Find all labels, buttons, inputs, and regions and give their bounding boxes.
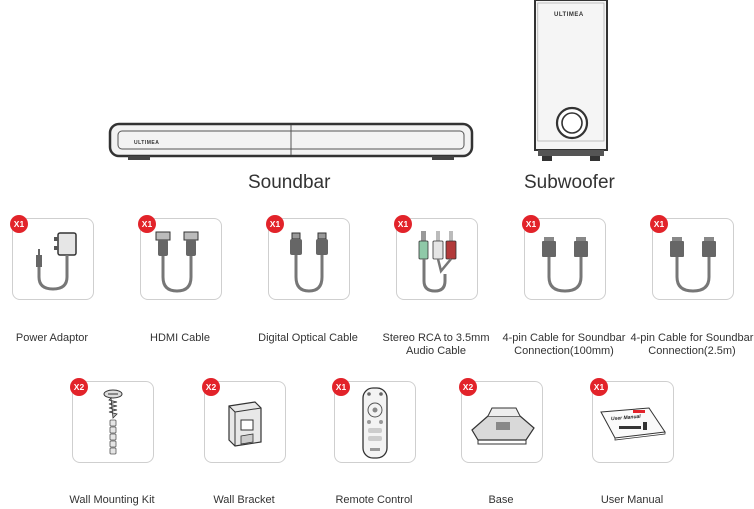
user-manual-icon	[600, 407, 666, 441]
accessory-label: 4-pin Cable for Soundbar Connection(2.5m…	[630, 332, 754, 357]
accessory-label: Base	[488, 494, 514, 506]
quantity-badge: X2	[202, 378, 220, 396]
optical-cable-icon	[290, 232, 328, 293]
quantity-badge: X1	[394, 215, 412, 233]
accessory-label: 4-pin Cable for Soundbar Connection(100m…	[502, 332, 626, 357]
accessory-label: HDMI Cable	[150, 332, 210, 344]
rca-cable-icon	[418, 231, 457, 293]
hdmi-cable-icon	[155, 231, 199, 293]
accessory-label: Stereo RCA to 3.5mm Audio Cable	[382, 332, 490, 357]
accessory-tile-wall-mounting-kit: X2	[70, 378, 154, 463]
quantity-badge: X1	[138, 215, 156, 233]
subwoofer-brand: ULTIMEA	[554, 12, 584, 18]
accessory-tile-optical-cable: X1	[266, 215, 350, 300]
subwoofer-label: Subwoofer	[524, 172, 615, 193]
accessory-tile-remote-control: X1	[332, 378, 416, 463]
accessory-tile-four-pin-cable-2-5m: X1	[650, 215, 734, 300]
base-stand-icon	[471, 407, 535, 445]
quantity-badge: X2	[70, 378, 88, 396]
soundbar-brand: ULTIMEA	[134, 140, 160, 146]
subwoofer-image	[532, 0, 610, 162]
wall-bracket-icon	[228, 401, 262, 447]
quantity-badge: X1	[650, 215, 668, 233]
quantity-badge: X1	[266, 215, 284, 233]
accessory-label: Power Adaptor	[15, 332, 89, 344]
quantity-badge: X1	[332, 378, 350, 396]
accessory-label: Wall Mounting Kit	[69, 494, 155, 506]
accessory-label: Digital Optical Cable	[258, 332, 358, 344]
four-pin-cable-icon	[670, 237, 716, 293]
quantity-badge: X1	[590, 378, 608, 396]
power-adaptor-icon	[36, 232, 77, 291]
soundbar-label: Soundbar	[248, 172, 331, 193]
accessory-label: User Manual	[600, 494, 664, 506]
screw-anchor-icon	[103, 389, 123, 455]
accessory-label: Wall Bracket	[213, 494, 275, 506]
remote-control-icon	[362, 387, 388, 459]
quantity-badge: X2	[459, 378, 477, 396]
accessory-tile-wall-bracket: X2	[202, 378, 286, 463]
quantity-badge: X1	[522, 215, 540, 233]
accessory-tile-user-manual: X1 User Manual	[590, 378, 674, 463]
accessory-tile-hdmi-cable: X1	[138, 215, 222, 300]
accessory-tile-base: X2	[459, 378, 543, 463]
accessory-tile-power-adaptor: X1	[10, 215, 94, 300]
soundbar-image	[108, 122, 474, 162]
quantity-badge: X1	[10, 215, 28, 233]
accessory-tile-rca-cable: X1	[394, 215, 478, 300]
four-pin-cable-icon	[542, 237, 588, 293]
accessory-tile-four-pin-cable-100mm: X1	[522, 215, 606, 300]
accessory-label: Remote Control	[335, 494, 413, 506]
